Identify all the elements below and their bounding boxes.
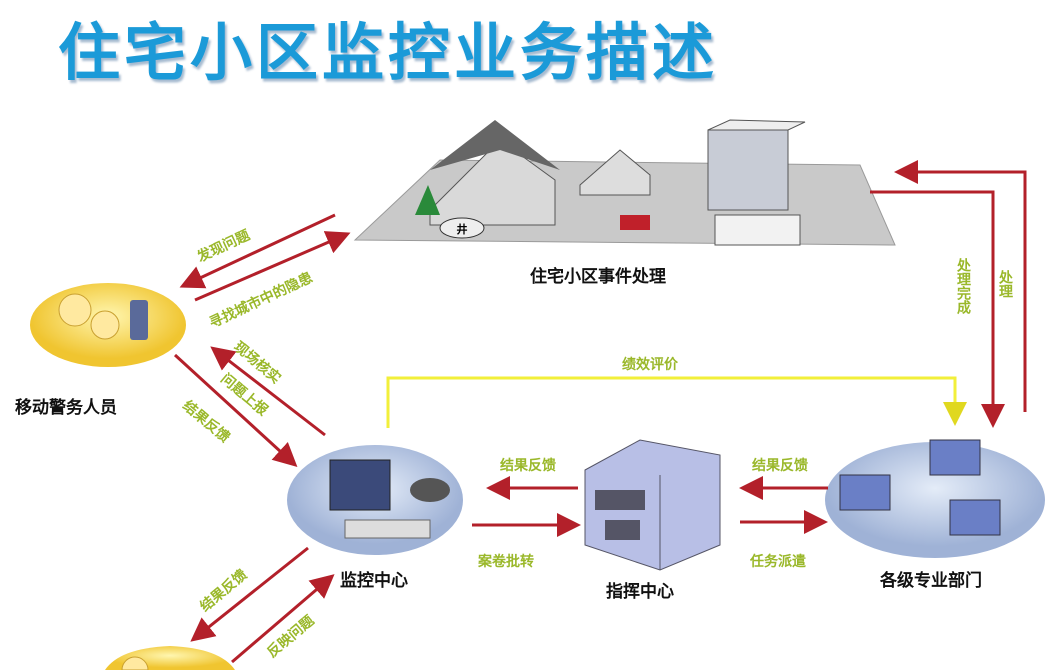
performance-eval-label: 绩效评价 bbox=[622, 356, 679, 373]
result-feedback-cmd-label: 结果反馈 bbox=[500, 457, 556, 474]
tree-icon bbox=[415, 185, 440, 215]
command-center-icon bbox=[584, 439, 721, 571]
result-feedback-public-label: 结果反馈 bbox=[197, 566, 251, 615]
evaluation-line bbox=[386, 376, 967, 428]
flow-arrows bbox=[173, 160, 1027, 664]
mobile-police-icon bbox=[30, 283, 186, 367]
processing-label: 处理 bbox=[997, 269, 1014, 298]
result-feedback-police-label: 结果反馈 bbox=[179, 397, 233, 446]
mobile-police-label: 移动警务人员 bbox=[15, 397, 117, 418]
processing-done-label: 处理完成 bbox=[955, 257, 972, 315]
community-label: 住宅小区事件处理 bbox=[530, 266, 666, 287]
monitor-center-icon bbox=[287, 445, 463, 555]
command-center-label: 指挥中心 bbox=[606, 581, 674, 602]
monitor-center-label: 监控中心 bbox=[340, 570, 408, 591]
discover-problem-label: 发现问题 bbox=[194, 226, 254, 266]
page-title: 住宅小区监控业务描述 bbox=[58, 16, 719, 89]
well-marker: 井 bbox=[457, 222, 468, 236]
public-icon bbox=[105, 646, 235, 670]
result-feedback-dept-label: 结果反馈 bbox=[752, 457, 808, 474]
find-hazards-label: 寻找城市中的隐患 bbox=[207, 269, 316, 332]
report-problem-label: 反映问题 bbox=[264, 611, 319, 661]
departments-icon bbox=[825, 439, 1045, 558]
community-scene: 井 bbox=[353, 119, 896, 246]
case-transfer-label: 案卷批转 bbox=[477, 553, 534, 570]
task-dispatch-label: 任务派遣 bbox=[749, 553, 806, 570]
departments-label: 各级专业部门 bbox=[879, 570, 982, 591]
